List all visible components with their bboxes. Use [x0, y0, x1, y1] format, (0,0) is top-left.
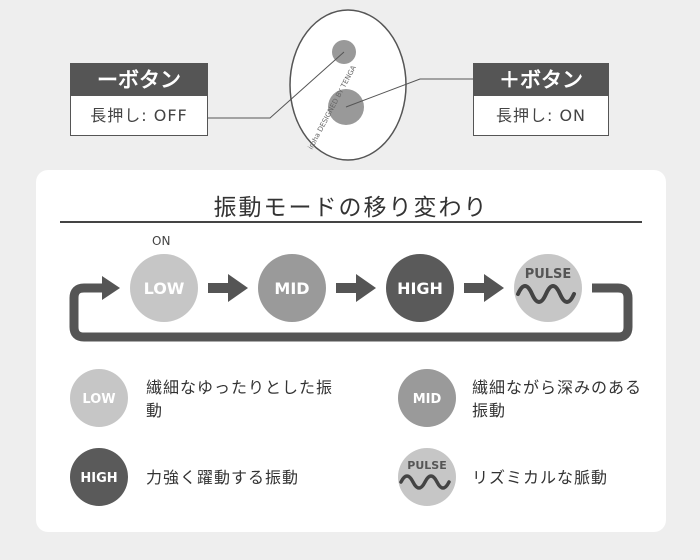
legend-icon-high — [70, 448, 128, 506]
legend-desc-pulse: リズミカルな脈動 — [472, 468, 609, 487]
legend-icon-mid — [398, 369, 456, 427]
legend-icon-low — [70, 369, 128, 427]
panel-title: 振動モードの移り変わり — [213, 195, 489, 221]
legend-icon-label-mid: MID — [413, 392, 442, 407]
mode-label-low: LOW — [144, 279, 185, 298]
mode-circle-mid — [258, 254, 326, 322]
mode-flow-diagram: LOW MID HIGH PULSE LOW MID HIGH PULSE — [69, 254, 633, 506]
loop-return-arrowhead — [102, 276, 120, 300]
plus-button-action: 長押し: ON — [495, 106, 587, 125]
mode-transition-panel: 振動モードの移り変わり ON LOW MID HIGH PULSE — [36, 170, 666, 532]
mode-label-pulse: PULSE — [525, 267, 572, 282]
minus-button-callout: ーボタン 長押し: OFF — [70, 63, 208, 136]
title-divider — [60, 221, 642, 223]
minus-button-action: 長押し: OFF — [90, 106, 188, 125]
legend-desc-mid: 繊細ながら深みのある振動 — [472, 378, 643, 420]
minus-button-title: ーボタン — [71, 64, 207, 96]
arrow-low-to-mid — [208, 274, 248, 302]
legend-desc-low: 繊細なゆったりとした振動 — [146, 378, 334, 420]
arrow-mid-to-high — [336, 274, 376, 302]
legend-icon-label-high: HIGH — [80, 471, 117, 486]
plus-button-title: ＋ボタン — [474, 64, 608, 96]
device-body — [289, 9, 407, 161]
minus-leader-line — [206, 51, 345, 119]
loop-return-path — [69, 283, 633, 342]
legend-pulse-wave-icon — [399, 474, 451, 490]
mode-label-mid: MID — [274, 279, 309, 298]
arrow-high-to-pulse — [464, 274, 504, 302]
legend-desc-high: 力強く躍動する振動 — [146, 468, 300, 487]
on-label: ON — [152, 234, 171, 248]
plus-button-callout: ＋ボタン 長押し: ON — [473, 63, 609, 136]
mode-label-high: HIGH — [397, 279, 443, 298]
legend-icon-label-low: LOW — [82, 392, 115, 407]
legend-icon-label-pulse: PULSE — [407, 459, 446, 472]
mode-circle-low — [130, 254, 198, 322]
plus-leader-line — [345, 78, 473, 108]
mode-circle-high — [386, 254, 454, 322]
device-illustration: iroha DESIGNED BY TENGA — [206, 9, 473, 161]
pulse-wave-icon — [516, 284, 576, 304]
